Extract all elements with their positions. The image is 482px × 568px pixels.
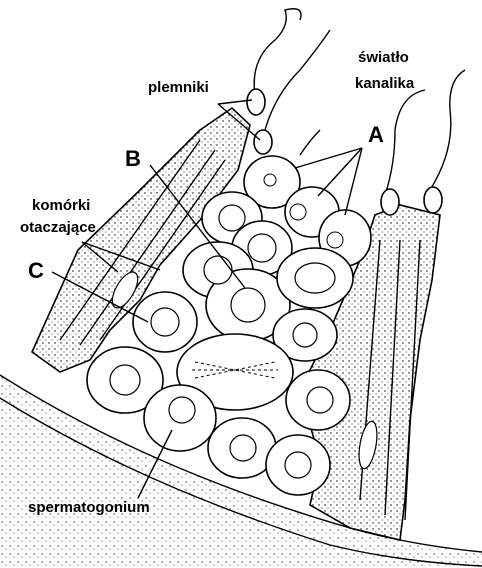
sperm-head <box>254 130 272 154</box>
label-lumen-line1: światło <box>358 49 409 66</box>
label-C: C <box>28 258 44 283</box>
label-sustentacular-line2: otaczające <box>20 219 96 236</box>
sperm-head <box>381 189 399 215</box>
label-spermatogonium: spermatogonium <box>28 499 150 516</box>
sperm-head <box>424 187 442 213</box>
label-lumen-line2: kanalika <box>355 75 415 92</box>
label-sustentacular-line1: komórki <box>32 197 90 214</box>
label-plemniki: plemniki <box>148 79 209 96</box>
sperm-head <box>247 89 265 115</box>
label-A: A <box>368 122 384 147</box>
label-B: B <box>125 146 141 171</box>
